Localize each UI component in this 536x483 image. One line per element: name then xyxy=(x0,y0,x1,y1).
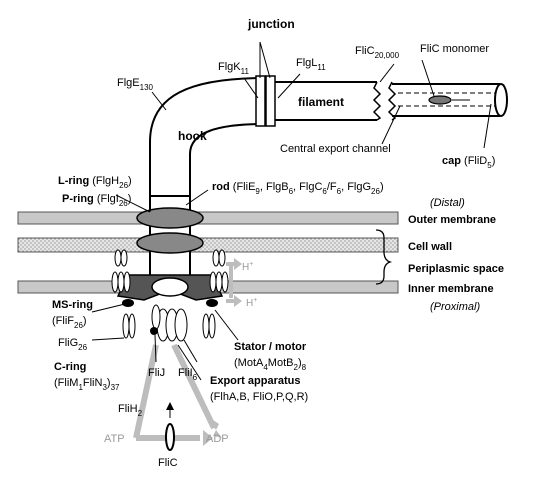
label-flgk: FlgK11 xyxy=(218,61,249,76)
label-l-ring: L-ring (FlgH26) xyxy=(58,175,132,190)
label-export-apparatus: Export apparatus xyxy=(210,375,300,387)
outer-membrane-band xyxy=(17,211,399,225)
stator-left xyxy=(111,249,131,293)
label-flgl: FlgL11 xyxy=(296,57,326,72)
pathway-arrowhead-adp xyxy=(203,430,213,446)
label-flge: FlgE130 xyxy=(117,77,154,92)
l-ring-shape xyxy=(136,207,204,229)
stator-right xyxy=(209,249,229,293)
label-rod: rod (FliE9, FlgB6, FlgC6/F6, FlgG26) xyxy=(212,181,384,196)
flij-dot xyxy=(150,327,158,335)
label-c-ring: C-ring xyxy=(54,361,86,373)
label-junction: junction xyxy=(247,17,295,31)
label-hook: hook xyxy=(178,129,207,143)
junction-ring-flgl xyxy=(265,75,276,127)
periplasm-brace xyxy=(375,229,393,285)
export-apparatus-shape xyxy=(151,304,188,342)
label-flig: FliG26 xyxy=(58,337,88,352)
p-ring-shape xyxy=(136,232,204,254)
label-ms-ring: MS-ring xyxy=(52,299,93,311)
proton-arrows xyxy=(226,258,242,307)
label-atp: ATP xyxy=(104,433,125,445)
label-h-plus-bottom: H+ xyxy=(246,297,257,309)
cap-shape xyxy=(494,83,508,117)
c-ring-right xyxy=(202,313,216,339)
flic-monomer-oval xyxy=(428,95,452,105)
flig-dot-left xyxy=(122,299,134,307)
flig-dot-right xyxy=(206,299,218,307)
label-central-channel: Central export channel xyxy=(280,143,391,155)
export-pathway xyxy=(133,343,217,441)
junction-ring-flgk xyxy=(255,75,266,127)
label-stator-detail: (MotA4MotB2)8 xyxy=(234,357,307,372)
filament-break xyxy=(372,81,397,121)
label-proximal: (Proximal) xyxy=(430,301,480,313)
label-inner-membrane: Inner membrane xyxy=(408,283,494,295)
cell-wall-band xyxy=(17,237,399,253)
label-flic-bottom: FliC xyxy=(158,457,178,469)
label-ms-ring-detail: (FliF26) xyxy=(52,315,87,330)
label-distal: (Distal) xyxy=(430,197,465,209)
central-channel xyxy=(398,92,498,107)
label-flij: FliJ xyxy=(148,367,165,379)
label-cap: cap (FliD5) xyxy=(442,155,495,170)
label-periplasmic-space: Periplasmic space xyxy=(408,263,504,275)
label-filament: filament xyxy=(298,95,344,109)
filament-segment-2 xyxy=(392,83,500,117)
label-cell-wall: Cell wall xyxy=(408,241,452,253)
flic-bottom-oval xyxy=(165,423,175,451)
label-c-ring-detail: (FliM1FliN3)37 xyxy=(54,377,120,392)
label-export-detail: (FlhA,B, FliO,P,Q,R) xyxy=(210,391,308,403)
c-ring-left xyxy=(122,313,136,339)
label-stator: Stator / motor xyxy=(234,341,307,353)
label-flic-monomer: FliC monomer xyxy=(420,43,489,55)
label-p-ring: P-ring (FlgI26) xyxy=(62,193,131,208)
label-flic-count: FliC20,000 xyxy=(355,45,400,60)
label-outer-membrane: Outer membrane xyxy=(408,214,496,226)
ms-ring-inner xyxy=(151,277,189,297)
label-adp: ADP xyxy=(206,433,229,445)
label-h-plus-top: H+ xyxy=(242,261,253,273)
pathway-arrowhead-flih xyxy=(204,414,222,438)
label-flih: FliH2 xyxy=(118,403,143,418)
leader-lines xyxy=(91,41,492,381)
label-flii: FliI6 xyxy=(178,367,198,382)
